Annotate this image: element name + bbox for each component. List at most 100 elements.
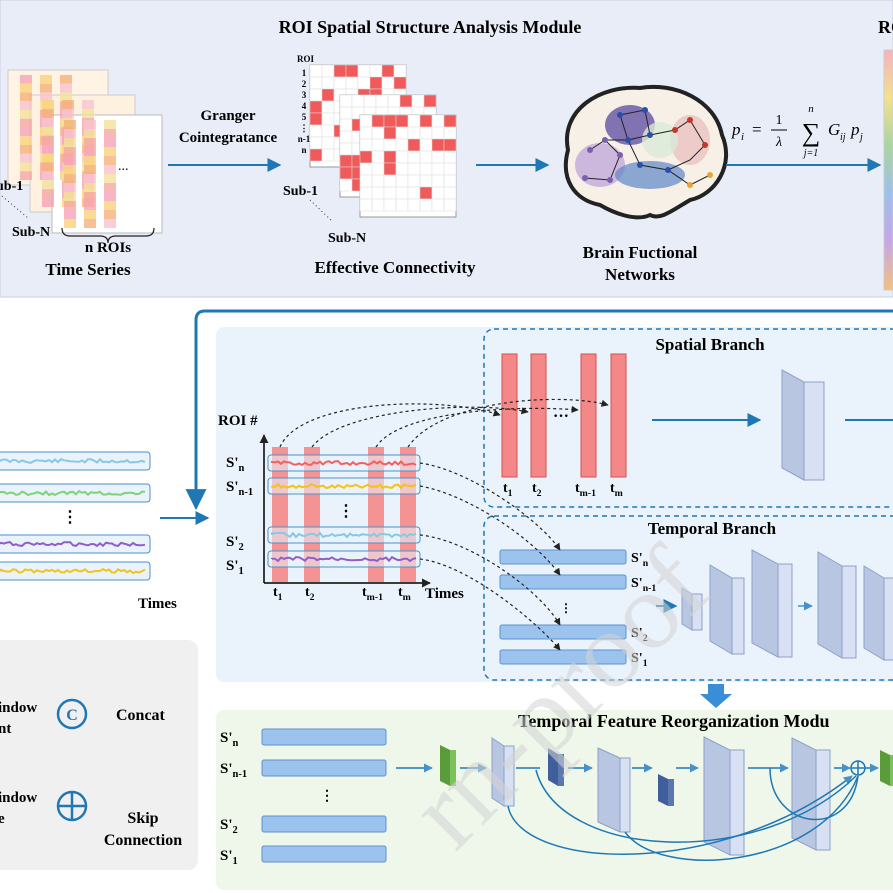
temporal-label-sub: 1 — [643, 658, 648, 669]
svg-text:⋮: ⋮ — [560, 601, 572, 615]
left-times-label: Times — [138, 596, 177, 612]
ec-row-label: 4 — [302, 101, 307, 111]
formula-lhs: p — [731, 120, 741, 139]
temporal-label: S'n — [631, 551, 649, 569]
formula-lhs-sub: i — [741, 131, 744, 143]
roi-row-label: S'1 — [226, 558, 244, 577]
legend-skip-2: Connection — [104, 832, 182, 849]
dashed-connectors — [279, 398, 609, 651]
spatial-t-label-main: t — [532, 481, 537, 496]
roi-ranking-strip — [883, 49, 893, 291]
legend-skip-1: Skip — [127, 810, 158, 827]
legend-item1-line2: nt — [0, 721, 11, 737]
roi-t-label: t1 — [273, 585, 283, 603]
spatial-t-label: t2 — [532, 481, 542, 499]
temporal-branch: Temporal Branch ⋮ S'nS'n-1S'2S'1 — [483, 515, 893, 681]
reorg-title: Temporal Feature Reorganization Modu — [518, 711, 829, 731]
temporal-label-main: S' — [631, 576, 643, 591]
roi-t-label-sub: m-1 — [367, 592, 383, 603]
roi-t-label-main: t — [273, 585, 278, 600]
down-block-arrow — [700, 684, 732, 708]
spatial-t-label-main: t — [610, 481, 615, 496]
top-panel: ROI Spatial Structure Analysis Module RO… — [0, 0, 893, 298]
roi-row-label-sub: 1 — [239, 566, 244, 577]
formula-num: 1 — [776, 113, 783, 128]
spatial-t-label-sub: 1 — [508, 488, 513, 499]
spatial-t-label: tm-1 — [575, 481, 596, 499]
roi-t-label-main: t — [305, 585, 310, 600]
ec-caption: Effective Connectivity — [315, 258, 476, 277]
spatial-t-label-sub: 2 — [537, 488, 542, 499]
time-series-stack: ... ub-1 Sub-N n ROIs Time Series — [0, 69, 163, 279]
roi-row-label-main: S' — [226, 534, 239, 550]
temporal-label-main: S' — [631, 651, 643, 666]
temporal-label: S'n-1 — [631, 576, 656, 594]
ec-row-label: 1 — [302, 68, 307, 78]
roi-row-label: S'n-1 — [226, 479, 253, 498]
temporal-branch-title: Temporal Branch — [648, 519, 777, 538]
roi-t-label-sub: 2 — [310, 592, 315, 603]
ec-roi-header: ROI — [297, 54, 315, 64]
roi-row-label-sub: 2 — [239, 542, 244, 553]
ts-ellipsis: ... — [118, 159, 129, 174]
reorg-label-sub: n-1 — [233, 769, 248, 780]
roi-row-label-sub: n-1 — [239, 487, 254, 498]
formula-g-sub: ij — [840, 132, 846, 143]
ec-row-label: 3 — [302, 90, 307, 100]
roi-t-label-main: t — [398, 585, 403, 600]
svg-text:⋮: ⋮ — [338, 503, 354, 520]
spatial-branch-title: Spatial Branch — [655, 335, 765, 354]
spatial-t-label-main: t — [575, 481, 580, 496]
roi-row-label-main: S' — [226, 479, 239, 495]
ts-sub1-label: ub-1 — [0, 179, 23, 194]
roi-row-label-main: S' — [226, 558, 239, 574]
spatial-t-label: tm — [610, 481, 623, 499]
temporal-label-sub: n — [643, 558, 649, 569]
granger-label-2: Cointegratance — [179, 130, 278, 146]
svg-text:⋮: ⋮ — [320, 789, 334, 804]
pagerank-formula: p i = 1 λ n ∑ j=1 G ij p j — [731, 103, 863, 159]
formula-sum-bottom: j=1 — [802, 148, 819, 159]
brain-network: Brain Fuctional Networks — [563, 84, 729, 284]
legend: indow nt C Concat indow e Skip Connectio… — [0, 640, 198, 870]
ec-sub1: Sub-1 — [283, 184, 318, 199]
formula-p-sub: j — [858, 132, 863, 143]
granger-label-1: Granger — [201, 108, 256, 124]
legend-item3-line1: indow — [0, 790, 37, 806]
reorg-label-main: S' — [220, 817, 233, 833]
roi-t-label: tm-1 — [362, 585, 383, 603]
roi-t-label: tm — [398, 585, 411, 603]
roi-t-label-main: t — [362, 585, 367, 600]
legend-item3-line2: e — [0, 811, 5, 827]
ec-row-label: n-1 — [298, 134, 311, 144]
right-title-fragment: RO — [878, 17, 893, 37]
roi-axis-label: ROI # — [218, 413, 258, 429]
brain-label-1: Brain Fuctional — [583, 243, 698, 262]
temporal-reorg-module: Temporal Feature Reorganization Modu ⋮ S… — [216, 710, 893, 890]
ts-caption: Time Series — [45, 260, 131, 279]
formula-eq: = — [752, 120, 762, 139]
reorg-label-sub: n — [233, 738, 239, 749]
formula-den: λ — [775, 135, 782, 150]
legend-item1-line1: indow — [0, 700, 37, 716]
spatial-t-label-main: t — [503, 481, 508, 496]
roi-row-label: S'n — [226, 455, 245, 474]
reorg-label-sub: 1 — [233, 856, 238, 867]
roi-t-label: t2 — [305, 585, 315, 603]
reorg-label: S'2 — [220, 817, 238, 836]
formula-sum-top: n — [808, 103, 814, 115]
formula-sum: ∑ — [802, 118, 821, 147]
roi-t-label-sub: 1 — [278, 592, 283, 603]
svg-text:⋮: ⋮ — [62, 509, 78, 526]
temporal-label-main: S' — [631, 551, 643, 566]
reorg-label: S'1 — [220, 848, 238, 867]
temporal-label: S'1 — [631, 651, 648, 669]
times-axis-label: Times — [425, 586, 464, 602]
middle-section: ⋮ Times ROI # ⋮ S'nS'n- — [0, 309, 893, 708]
ec-subN: Sub-N — [328, 231, 366, 246]
